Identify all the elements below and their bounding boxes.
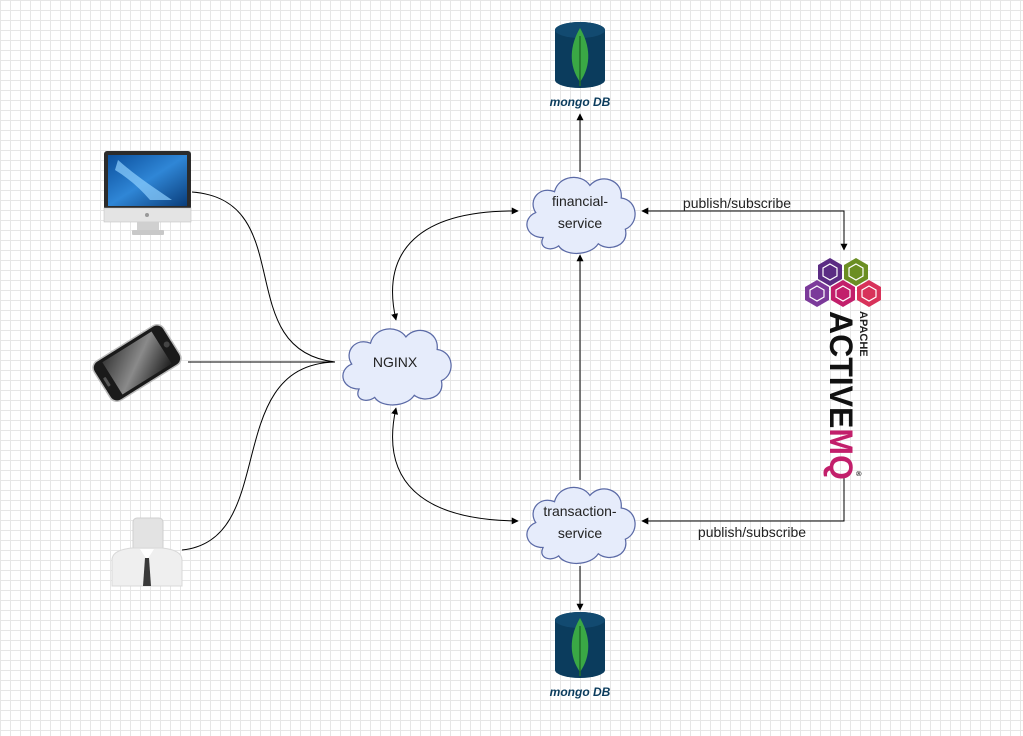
transaction-service-label-2: service — [558, 525, 603, 541]
edge-financial-activemq — [641, 207, 848, 251]
financial-service-label-1: financial- — [552, 193, 608, 209]
nginx-cloud: NGINX — [342, 328, 452, 406]
nginx-label: NGINX — [373, 354, 418, 370]
financial-service-label-2: service — [558, 215, 603, 231]
activemq-hex-cluster — [805, 258, 881, 307]
activemq-active-text: ACTIVE — [823, 311, 859, 428]
edge-nginx-financial — [391, 207, 519, 321]
transaction-service-cloud: transaction- service — [526, 486, 636, 565]
user-avatar-icon — [111, 517, 183, 587]
smartphone-icon — [92, 324, 182, 402]
edge-label-bottom: publish/subscribe — [698, 524, 806, 540]
mongodb-icon-bottom: mongo DB — [550, 612, 611, 699]
edge-desktop-nginx — [191, 191, 336, 363]
edge-transaction-activemq — [641, 478, 845, 525]
transaction-service-label-1: transaction- — [543, 503, 616, 519]
activemq-registered-mark: ® — [854, 471, 862, 477]
edge-user-nginx — [181, 361, 336, 551]
activemq-logo: APACHE ACTIVEMQ ® — [805, 258, 881, 480]
edge-label-top: publish/subscribe — [683, 195, 791, 211]
activemq-mq-text: MQ — [823, 428, 859, 480]
financial-service-cloud: financial- service — [526, 176, 636, 255]
desktop-monitor-icon — [103, 151, 192, 235]
activemq-wordmark: ACTIVEMQ — [823, 311, 859, 480]
edge-nginx-transaction — [391, 407, 519, 525]
mongodb-label-top: mongo DB — [550, 95, 611, 109]
activemq-apache-text: APACHE — [857, 311, 869, 357]
mongodb-icon-top: mongo DB — [550, 22, 611, 109]
mongodb-label-bottom: mongo DB — [550, 685, 611, 699]
connectors — [181, 113, 848, 611]
